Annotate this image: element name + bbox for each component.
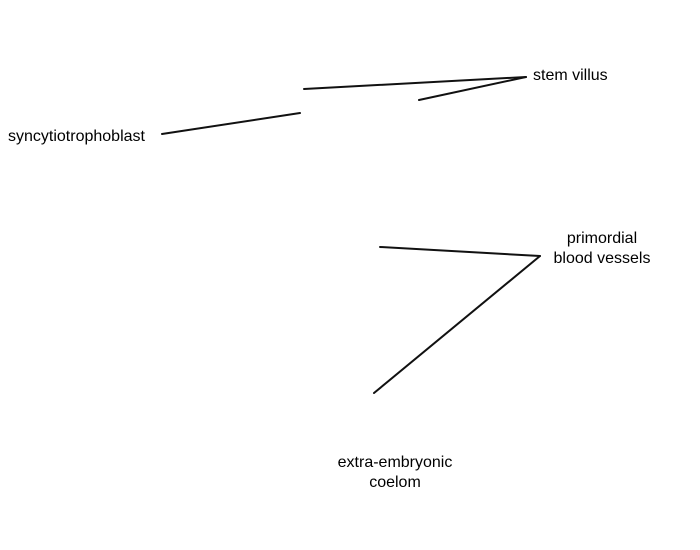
label-primordial-line1: primordial [566, 230, 638, 247]
primordial-vessels-leader-lower [373, 255, 541, 394]
label-stem-villus: stem villus [533, 67, 608, 84]
label-extra-embryonic-coelom: extra-embryonic coelom [320, 453, 470, 493]
syncytiotrophoblast-leader [161, 112, 301, 135]
stem-villus-leader-lower [418, 76, 527, 101]
label-coelom-line2: coelom [369, 474, 421, 491]
label-syncytiotrophoblast: syncytiotrophoblast [8, 128, 145, 145]
primordial-vessels-leader-upper [379, 246, 541, 257]
label-primordial-blood-vessels: primordial blood vessels [537, 229, 667, 269]
stem-villus-leader-upper [303, 76, 527, 90]
label-coelom-line1: extra-embryonic [337, 454, 453, 471]
label-primordial-line2: blood vessels [553, 250, 651, 267]
